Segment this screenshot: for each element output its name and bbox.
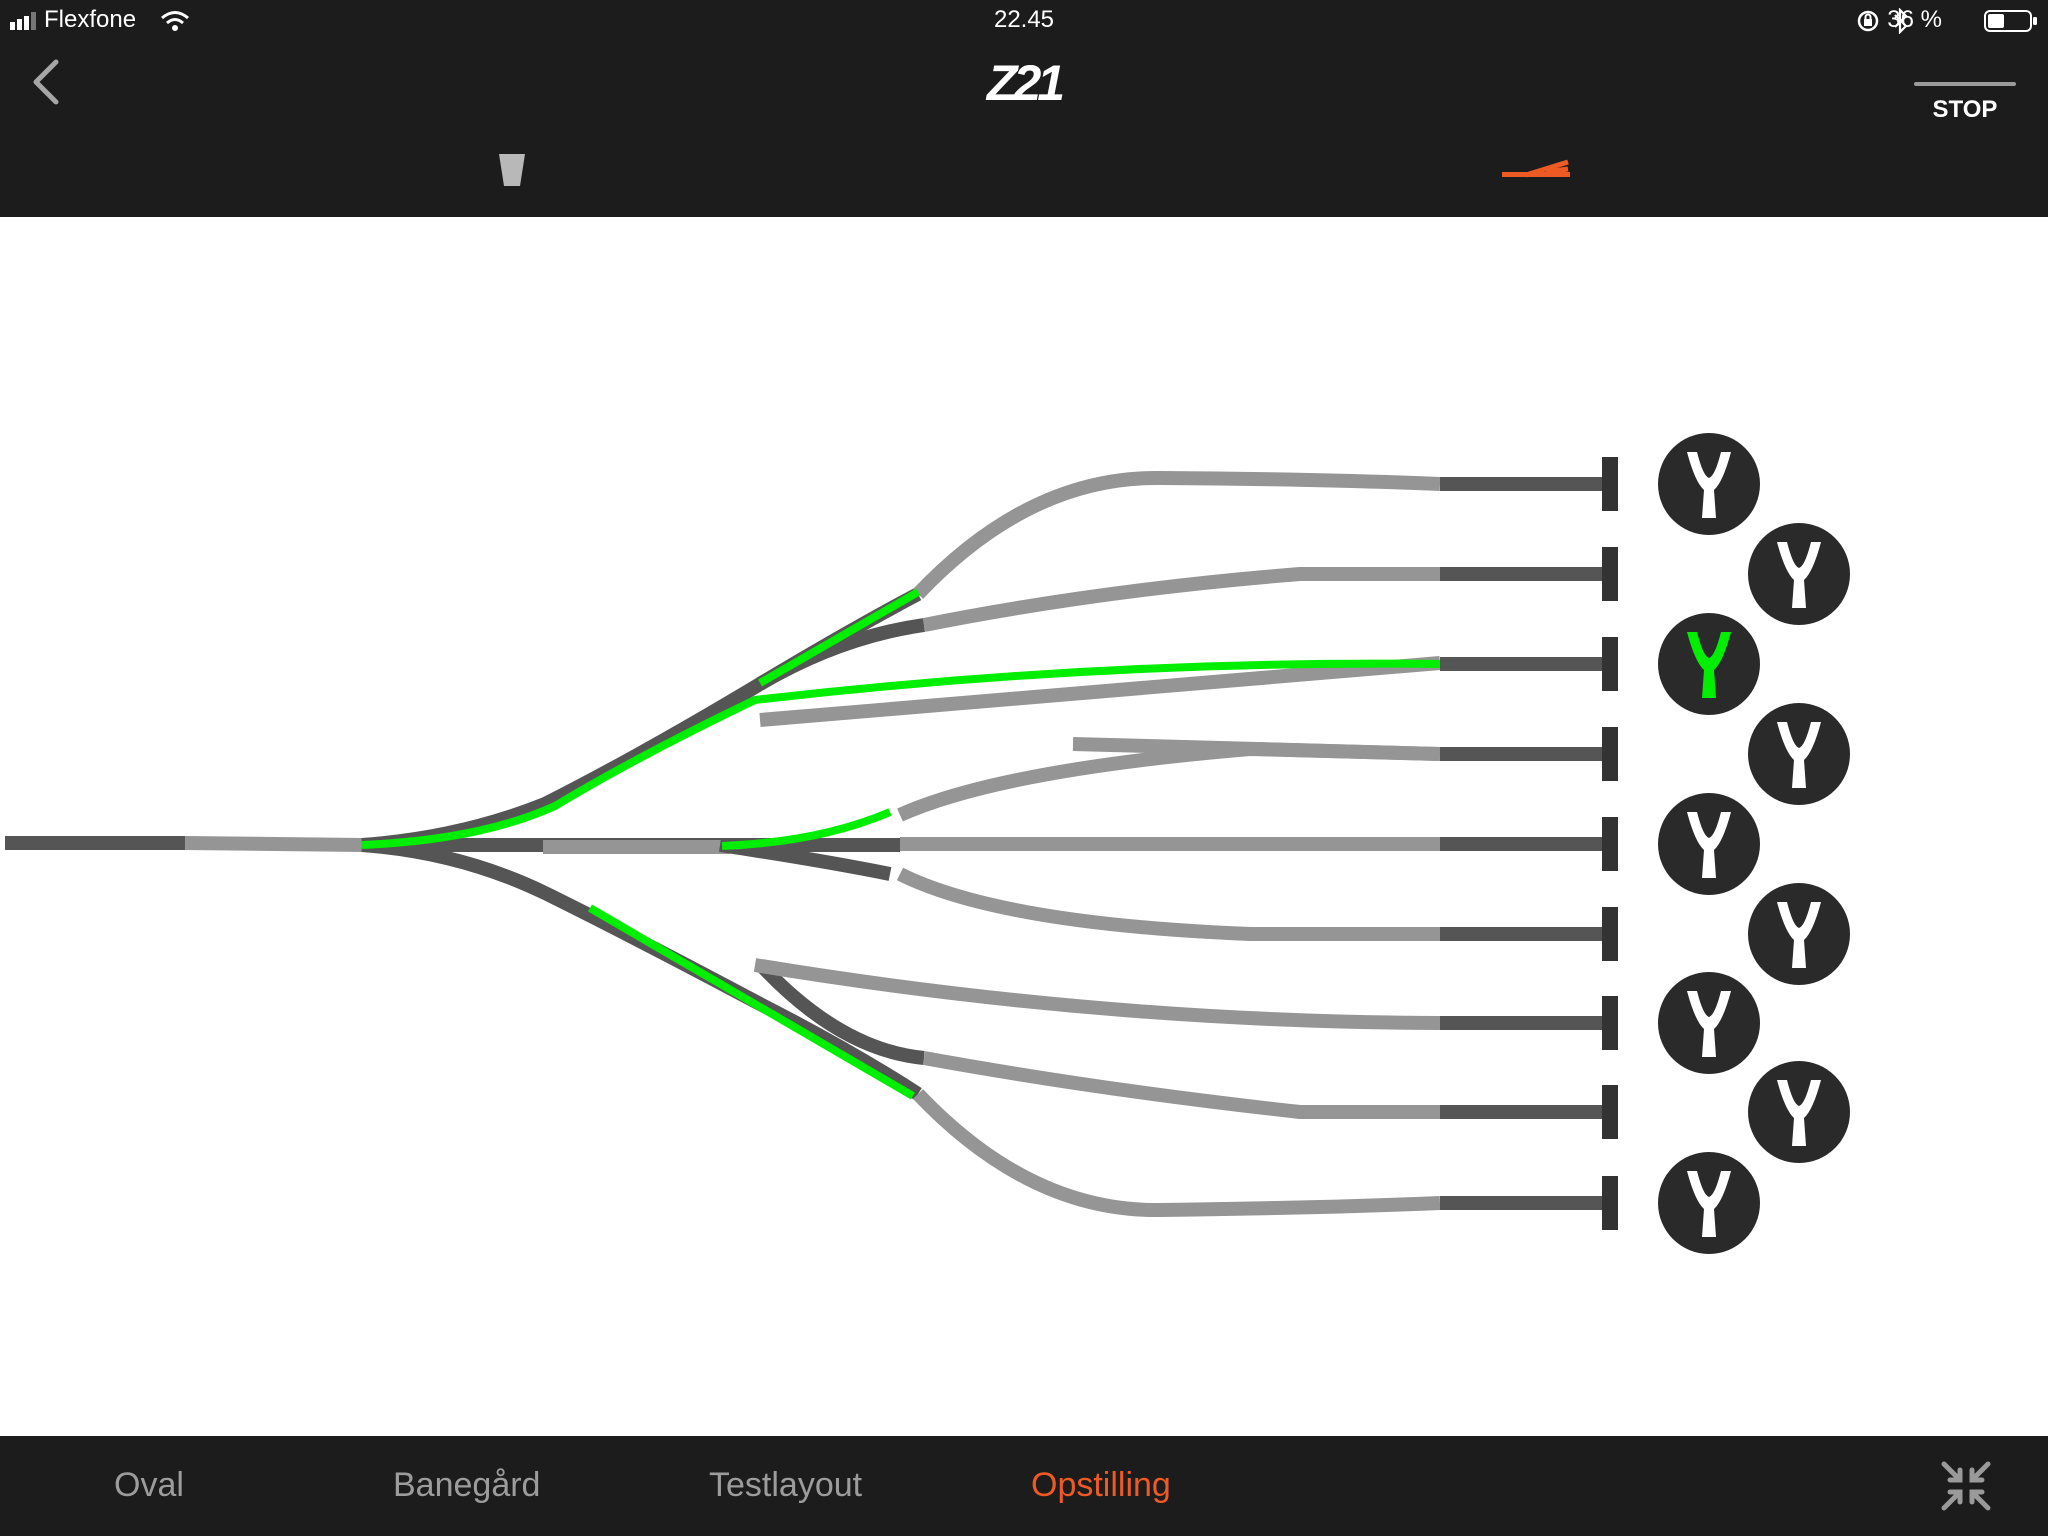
stop-button[interactable]: STOP	[1910, 78, 2020, 128]
track-segment	[753, 958, 1441, 1030]
turnout-button[interactable]	[1658, 1152, 1760, 1254]
buffer-stop	[1602, 996, 1618, 1050]
tab-opstilling[interactable]: Opstilling	[1031, 1466, 1171, 1504]
active-route	[587, 904, 916, 1100]
turnout-button[interactable]	[1658, 793, 1760, 895]
turnout-button[interactable]	[1748, 523, 1850, 625]
chevron-left-icon	[33, 59, 59, 105]
buffer-stop	[1602, 727, 1618, 781]
bottom-nav: Oval Banegård Testlayout Opstilling	[0, 1436, 2048, 1536]
buffer-stop	[1602, 547, 1618, 601]
track-layout	[5, 433, 1850, 1254]
active-route	[758, 588, 920, 687]
track-segment	[922, 567, 1440, 632]
buffer-stop	[1602, 1085, 1618, 1139]
stop-indicator	[1914, 82, 2016, 86]
turnout-button[interactable]	[1748, 703, 1850, 805]
buffer-stop	[1602, 1176, 1618, 1230]
wifi-icon	[161, 11, 189, 31]
track-segment	[754, 959, 925, 1065]
track-segment	[759, 656, 1441, 727]
tab-banegaard[interactable]: Banegård	[393, 1466, 541, 1504]
turnout-button[interactable]	[1658, 613, 1760, 715]
battery-percent: 36 %	[1887, 6, 1942, 33]
signal-icon	[10, 12, 36, 30]
battery-icon	[1984, 10, 2037, 32]
active-route	[721, 808, 892, 850]
app-title: Z21	[986, 55, 1065, 111]
turnout-button[interactable]	[1658, 433, 1760, 535]
buffer-stop	[1602, 907, 1618, 961]
track-segment	[912, 470, 1441, 599]
track-segment	[896, 867, 1440, 941]
switch-track-icon[interactable]	[1500, 158, 1572, 186]
back-button[interactable]	[26, 56, 70, 108]
carrier-name: Flexfone	[44, 6, 137, 33]
track-segment	[897, 741, 1441, 822]
buffer-stop	[1602, 637, 1618, 691]
track-segment	[184, 836, 363, 852]
bluetooth-icon	[1894, 8, 1908, 34]
track-segment	[922, 1051, 1440, 1119]
turnout-button[interactable]	[1658, 972, 1760, 1074]
buffer-stop	[1602, 817, 1618, 871]
turnout-button[interactable]	[1748, 1061, 1850, 1163]
track-segment	[912, 1089, 1441, 1218]
active-route	[361, 659, 1441, 849]
tab-testlayout[interactable]: Testlayout	[709, 1466, 863, 1504]
buffer-stop	[1602, 457, 1618, 511]
collapse-arrows-icon[interactable]	[1940, 1460, 1992, 1512]
track-segment	[361, 838, 922, 1100]
locomotive-icon[interactable]	[496, 152, 528, 188]
turnout-button[interactable]	[1748, 883, 1850, 985]
orientation-lock-icon	[1857, 10, 1879, 32]
top-bar: Flexfone 22.45 36 % Z21 STOP	[0, 0, 2048, 217]
stop-label: STOP	[1932, 96, 1998, 123]
tab-oval[interactable]: Oval	[114, 1466, 184, 1504]
clock: 22.45	[993, 6, 1055, 33]
